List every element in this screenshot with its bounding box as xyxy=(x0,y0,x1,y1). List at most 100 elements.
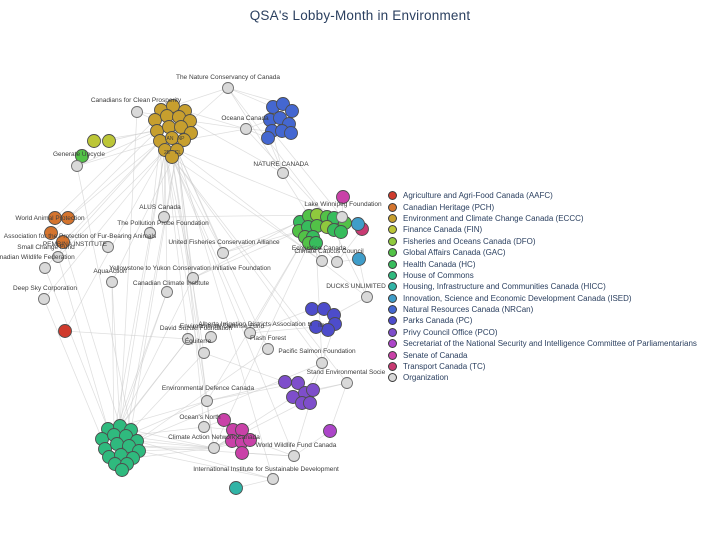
department-node[interactable] xyxy=(102,134,116,148)
legend-color-dot xyxy=(388,373,397,383)
organization-node[interactable] xyxy=(144,227,156,239)
legend-item[interactable]: House of Commons xyxy=(388,270,718,281)
node-label: Climate Action Network Canada xyxy=(168,434,260,441)
department-node[interactable] xyxy=(352,252,366,266)
organization-node[interactable] xyxy=(71,160,83,172)
organization-node[interactable] xyxy=(102,241,114,253)
edge xyxy=(119,111,138,427)
department-node[interactable] xyxy=(75,149,89,163)
organization-node[interactable] xyxy=(336,211,348,223)
organization-node[interactable] xyxy=(222,82,234,94)
organization-node[interactable] xyxy=(262,343,274,355)
department-node[interactable] xyxy=(278,375,292,389)
organization-node[interactable] xyxy=(208,442,220,454)
legend-item[interactable]: Fisheries and Oceans Canada (DFO) xyxy=(388,236,718,247)
department-node[interactable] xyxy=(334,225,348,239)
department-node[interactable] xyxy=(177,133,191,147)
organization-node[interactable] xyxy=(316,357,328,369)
department-node[interactable] xyxy=(235,446,249,460)
organization-node[interactable] xyxy=(277,167,289,179)
edge xyxy=(293,402,311,457)
department-node[interactable] xyxy=(336,190,350,204)
organization-node[interactable] xyxy=(187,272,199,284)
department-node[interactable] xyxy=(56,235,70,249)
department-node[interactable] xyxy=(44,226,58,240)
edge xyxy=(136,440,215,449)
legend-item[interactable]: Global Affairs Canada (GAC) xyxy=(388,247,718,258)
legend-item[interactable]: Senate of Canada xyxy=(388,349,718,360)
legend-item[interactable]: Innovation, Science and Economic Develop… xyxy=(388,293,718,304)
legend-item[interactable]: Secretariat of the National Security and… xyxy=(388,338,718,349)
legend-item[interactable]: Agriculture and Agri-Food Canada (AAFC) xyxy=(388,190,718,201)
legend-color-dot xyxy=(388,225,397,235)
legend-item[interactable]: Natural Resources Canada (NRCan) xyxy=(388,304,718,315)
organization-node[interactable] xyxy=(201,395,213,407)
edge xyxy=(171,156,224,254)
legend-item[interactable]: Housing, Infrastructure and Communities … xyxy=(388,281,718,292)
organization-node[interactable] xyxy=(331,256,343,268)
organization-node[interactable] xyxy=(244,327,256,339)
node-label: NATURE CANADA xyxy=(253,161,309,168)
organization-node[interactable] xyxy=(316,255,328,267)
organization-node[interactable] xyxy=(217,247,229,259)
legend-item-label: Transport Canada (TC) xyxy=(403,362,486,372)
organization-node[interactable] xyxy=(240,123,252,135)
legend-item[interactable]: Transport Canada (TC) xyxy=(388,361,718,372)
department-node[interactable] xyxy=(58,324,72,338)
legend-item[interactable]: Privy Council Office (PCO) xyxy=(388,327,718,338)
department-node[interactable] xyxy=(165,150,179,164)
department-node[interactable] xyxy=(309,320,323,334)
edge xyxy=(249,308,313,334)
edge xyxy=(176,149,368,298)
department-node[interactable] xyxy=(309,236,323,250)
edge xyxy=(171,156,295,457)
department-node[interactable] xyxy=(229,481,243,495)
organization-node[interactable] xyxy=(39,262,51,274)
legend-item[interactable]: Parks Canada (PC) xyxy=(388,315,718,326)
organization-node[interactable] xyxy=(161,286,173,298)
department-node[interactable] xyxy=(285,104,299,118)
edge xyxy=(138,447,215,452)
legend-item[interactable]: Finance Canada (FIN) xyxy=(388,224,718,235)
organization-node[interactable] xyxy=(131,106,143,118)
department-node[interactable] xyxy=(303,396,317,410)
department-node[interactable] xyxy=(243,433,257,447)
legend-color-dot xyxy=(388,259,397,269)
department-node[interactable] xyxy=(323,424,337,438)
department-node[interactable] xyxy=(115,463,129,477)
legend-item[interactable]: Organization xyxy=(388,372,718,383)
department-node[interactable] xyxy=(61,211,75,225)
department-node[interactable] xyxy=(305,302,319,316)
department-node[interactable] xyxy=(87,134,101,148)
node-label: IM xyxy=(318,323,324,329)
department-node[interactable] xyxy=(306,383,320,397)
organization-node[interactable] xyxy=(52,251,64,263)
edge xyxy=(249,439,295,457)
organization-node[interactable] xyxy=(267,473,279,485)
organization-node[interactable] xyxy=(341,377,353,389)
organization-node[interactable] xyxy=(361,291,373,303)
department-node[interactable] xyxy=(217,413,231,427)
organization-node[interactable] xyxy=(182,333,194,345)
node-label: Association for the Protection of Fur-Be… xyxy=(4,233,157,240)
department-node[interactable] xyxy=(284,126,298,140)
organization-node[interactable] xyxy=(106,276,118,288)
organization-node[interactable] xyxy=(198,421,210,433)
organization-node[interactable] xyxy=(198,347,210,359)
edge xyxy=(227,87,310,217)
legend-item[interactable]: Environment and Climate Change Canada (E… xyxy=(388,213,718,224)
department-node[interactable] xyxy=(261,131,275,145)
legend-item[interactable]: Canadian Heritage (PCH) xyxy=(388,201,718,212)
chart-title: QSA's Lobby-Month in Environment xyxy=(249,8,471,23)
legend-item[interactable]: Health Canada (HC) xyxy=(388,258,718,269)
edge xyxy=(249,326,317,334)
organization-node[interactable] xyxy=(38,293,50,305)
organization-node[interactable] xyxy=(158,211,170,223)
department-node[interactable] xyxy=(351,217,365,231)
organization-node[interactable] xyxy=(288,450,300,462)
department-node[interactable] xyxy=(291,376,305,390)
node-label: NP xyxy=(178,136,186,142)
organization-node[interactable] xyxy=(205,331,217,343)
